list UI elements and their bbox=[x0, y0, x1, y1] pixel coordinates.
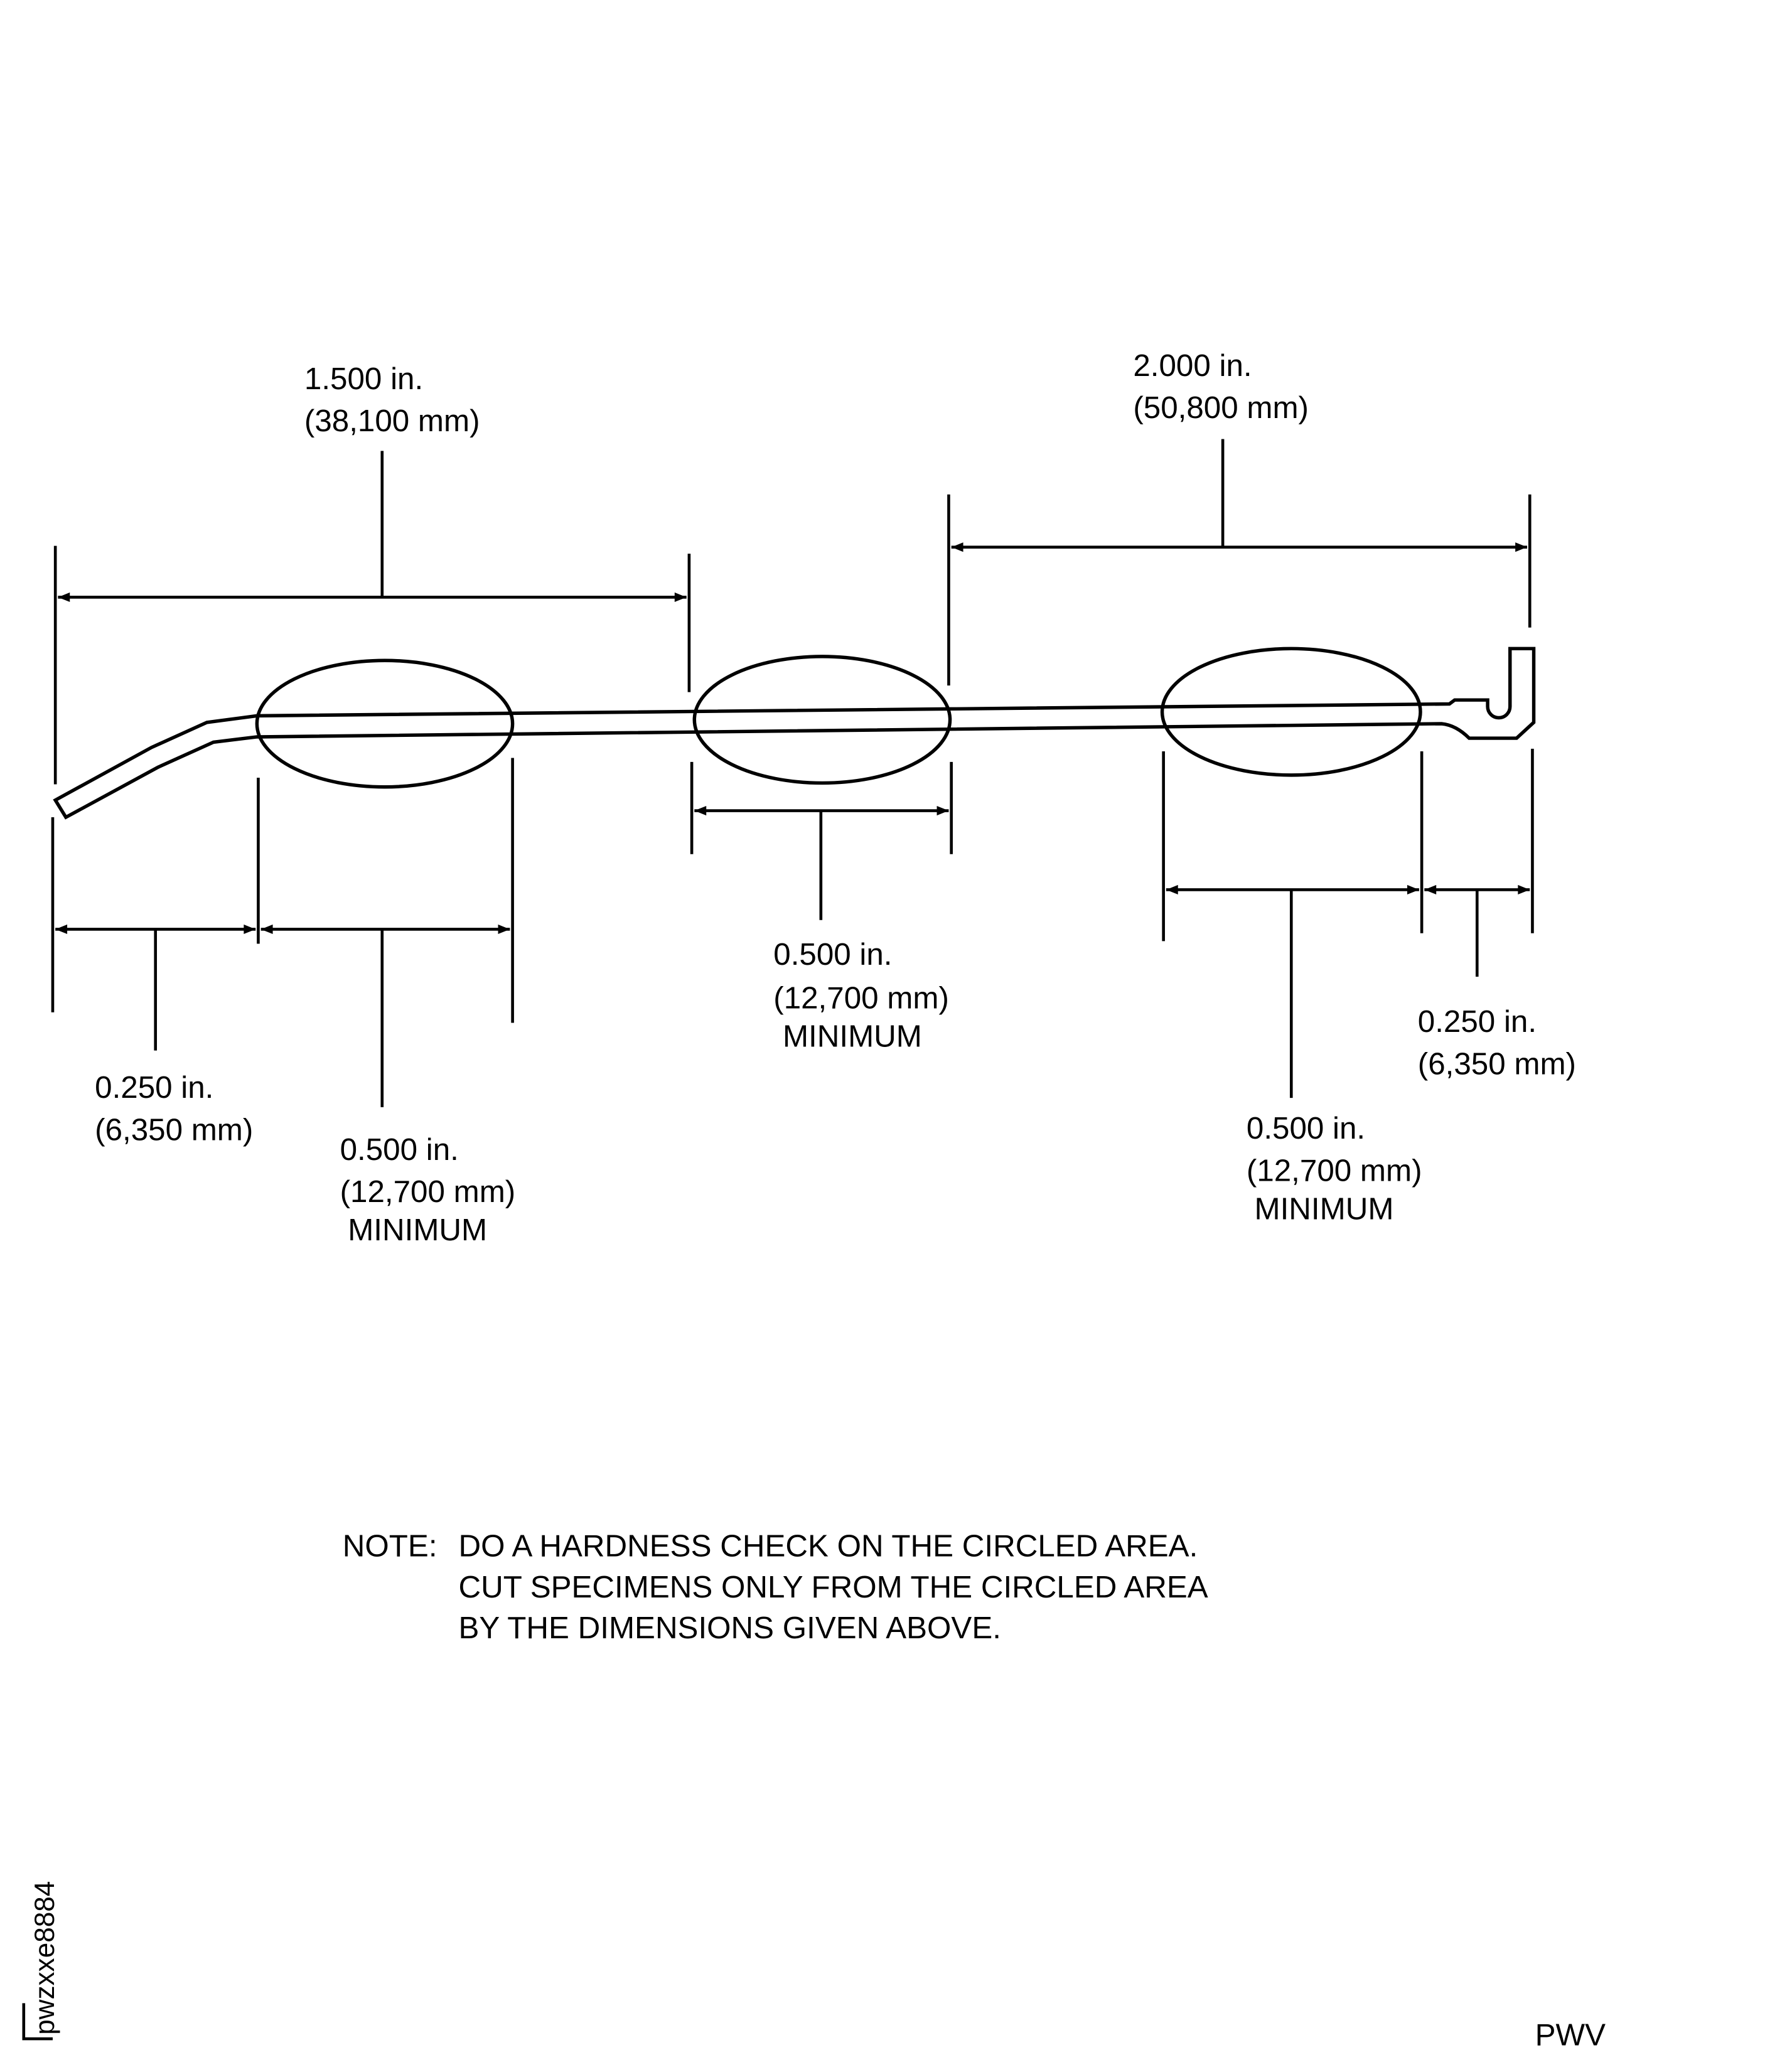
dimension-label-top-left: 1.500 in. (38,100 mm) bbox=[304, 362, 480, 438]
rod-part bbox=[53, 647, 1536, 820]
circled-area-left bbox=[255, 658, 515, 789]
dim-mm: (38,100 mm) bbox=[304, 404, 480, 438]
dim-mm: (12,700 mm) bbox=[1247, 1153, 1422, 1188]
dimension-label-right-specimen: 0.500 in. (12,700 mm) MINIMUM bbox=[1247, 1111, 1422, 1226]
dim-mm: (12,700 mm) bbox=[340, 1174, 516, 1209]
dim-mm: (12,700 mm) bbox=[773, 980, 949, 1015]
dim-inch: 0.250 in. bbox=[1418, 1004, 1537, 1039]
dim-inch: 0.500 in. bbox=[1247, 1111, 1365, 1146]
corner-code: PWV bbox=[1535, 2018, 1606, 2053]
dim-inch: 0.250 in. bbox=[95, 1070, 213, 1105]
dim-inch: 0.500 in. bbox=[340, 1132, 459, 1167]
note-line: BY THE DIMENSIONS GIVEN ABOVE. bbox=[459, 1611, 1001, 1645]
dim-qualifier: MINIMUM bbox=[783, 1019, 922, 1053]
dim-inch: 2.000 in. bbox=[1133, 348, 1252, 383]
extension-lines bbox=[51, 494, 1534, 1023]
circled-area-middle bbox=[692, 655, 952, 785]
dim-inch: 0.500 in. bbox=[773, 937, 892, 972]
note-block: NOTE: DO A HARDNESS CHECK ON THE CIRCLED… bbox=[343, 1529, 1208, 1645]
note-label: NOTE: bbox=[343, 1529, 437, 1564]
dim-qualifier: MINIMUM bbox=[1254, 1191, 1393, 1226]
dimension-label-top-right: 2.000 in. (50,800 mm) bbox=[1133, 348, 1309, 425]
dim-inch: 1.500 in. bbox=[304, 362, 423, 396]
circled-area-right bbox=[1160, 647, 1422, 777]
dimension-label-middle-specimen: 0.500 in. (12,700 mm) MINIMUM bbox=[773, 937, 949, 1053]
note-line: DO A HARDNESS CHECK ON THE CIRCLED AREA. bbox=[459, 1529, 1198, 1564]
note-line: CUT SPECIMENS ONLY FROM THE CIRCLED AREA bbox=[459, 1570, 1208, 1604]
dimension-label-bottom-left-specimen: 0.500 in. (12,700 mm) MINIMUM bbox=[340, 1132, 516, 1247]
dimension-label-bottom-left-end: 0.250 in. (6,350 mm) bbox=[95, 1070, 253, 1147]
dim-mm: (6,350 mm) bbox=[1418, 1046, 1576, 1081]
dim-mm: (6,350 mm) bbox=[95, 1112, 253, 1147]
dim-mm: (50,800 mm) bbox=[1133, 390, 1309, 425]
figure-id: pwzxxe8884 bbox=[22, 1881, 60, 2041]
figure-id-text: pwzxxe8884 bbox=[30, 1881, 60, 2035]
dimension-label-right-end: 0.250 in. (6,350 mm) bbox=[1418, 1004, 1576, 1081]
dimension-lines bbox=[55, 439, 1530, 1107]
dim-qualifier: MINIMUM bbox=[348, 1213, 487, 1247]
